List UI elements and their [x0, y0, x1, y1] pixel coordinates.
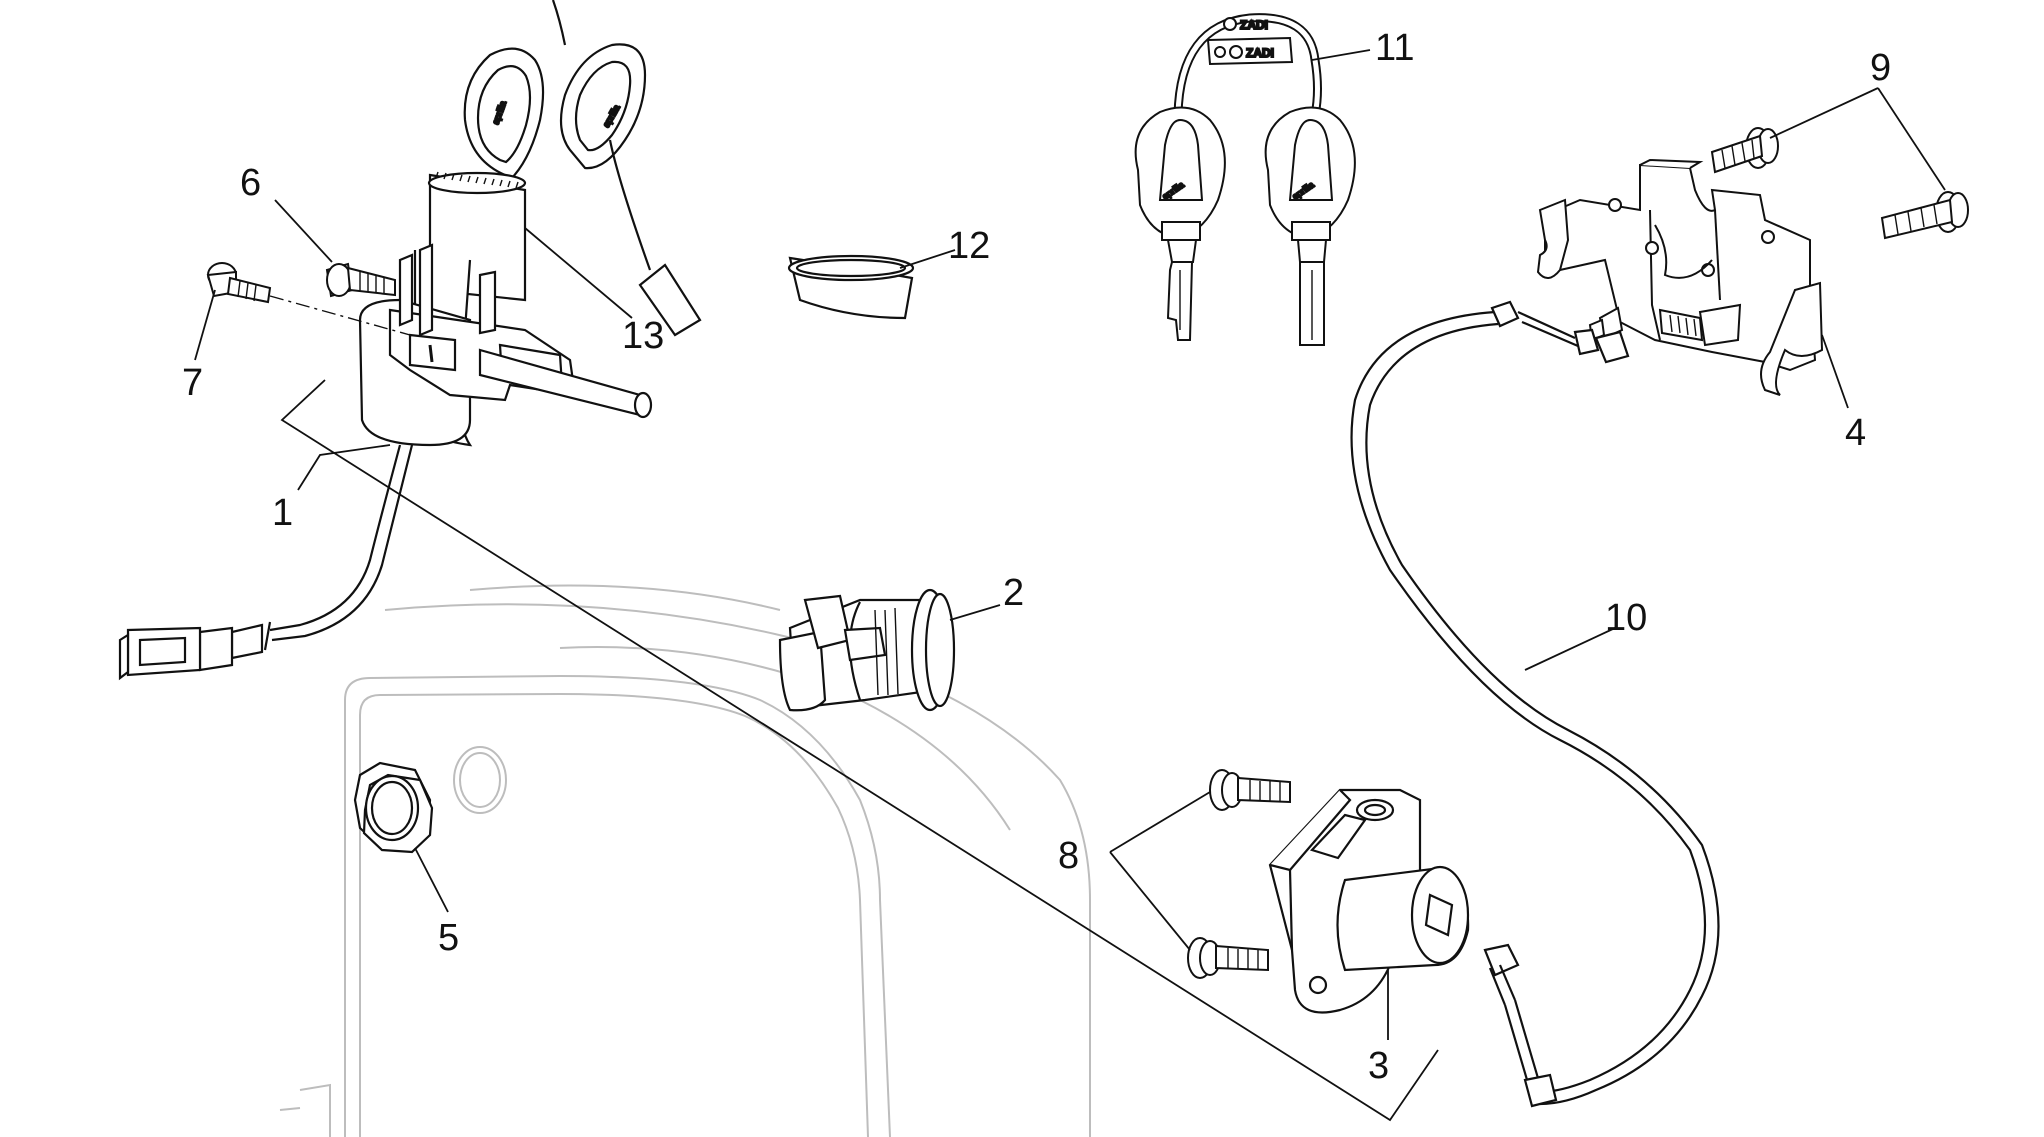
key-set-part-11: ZADI ZADI aprilia aprilia [1134, 13, 1356, 346]
callout-12: 12 [948, 225, 990, 267]
ring-part-12 [787, 254, 915, 320]
leader-5 [414, 847, 449, 913]
leader-10 [1524, 627, 1616, 671]
leader-11 [1311, 49, 1371, 61]
callout-10: 10 [1605, 597, 1647, 639]
leader-4 [1821, 334, 1849, 409]
hex-nut-part-5 [353, 761, 434, 854]
latch-bracket-part-4 [1536, 158, 1824, 396]
screw-part-9-upper [1710, 127, 1779, 174]
group-bracket [280, 379, 1439, 1122]
bolt-part-6 [325, 262, 396, 298]
leader-12 [899, 249, 956, 269]
leader-7 [194, 289, 216, 361]
callout-1: 1 [272, 492, 293, 534]
callout-2: 2 [1003, 572, 1024, 614]
key-right: aprilia [1264, 106, 1356, 346]
wiring-harness [118, 444, 414, 681]
key-left: aprilia [1134, 106, 1226, 341]
leader-13 [524, 227, 633, 319]
axis-line [269, 295, 411, 336]
callout-labels: 1 2 3 4 5 6 7 8 9 10 11 12 13 [182, 27, 1891, 1087]
callout-3: 3 [1368, 1045, 1389, 1087]
callout-5: 5 [438, 917, 459, 959]
cable-part-10 [1350, 300, 1720, 1108]
callout-9: 9 [1870, 47, 1891, 89]
callout-6: 6 [240, 162, 261, 204]
ignition-switch: aprilia aprilia [358, 0, 702, 447]
leader-9a [1769, 87, 1879, 139]
screw-part-8-upper [1209, 769, 1291, 811]
callout-4: 4 [1845, 412, 1866, 454]
leader-lines [194, 49, 1946, 1040]
leader-9b [1877, 87, 1946, 191]
leader-6 [274, 199, 333, 263]
tag-logo-2: ZADI [1246, 46, 1274, 60]
tag-logo-1: ZADI [1240, 18, 1268, 32]
screw-part-9-lower [1880, 191, 1969, 240]
callout-11: 11 [1375, 27, 1414, 69]
leader-8b [1109, 851, 1191, 951]
bolt-part-7 [206, 262, 272, 304]
lock-cylinder-part-2 [778, 588, 956, 712]
callout-13: 13 [622, 315, 664, 357]
leader-8a [1109, 791, 1211, 853]
ignition-keys: aprilia aprilia [463, 43, 702, 337]
leader-2 [949, 604, 1001, 621]
callout-7: 7 [182, 362, 203, 404]
seat-lock-part-3 [1268, 788, 1470, 1014]
leader-1 [297, 444, 391, 491]
callout-8: 8 [1058, 835, 1079, 877]
screw-part-8-lower [1187, 937, 1269, 979]
background-body-panel [279, 584, 1091, 1137]
